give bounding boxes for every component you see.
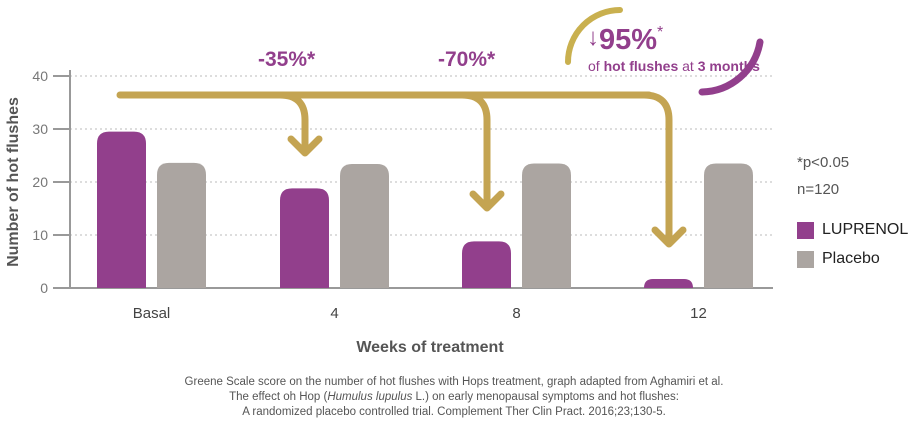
gold-arc-decoration (565, 7, 623, 65)
highlight-star: * (657, 24, 664, 41)
x-tick-label: Basal (133, 305, 171, 322)
legend-swatch-luprenol (797, 221, 814, 239)
x-tick-label: 8 (512, 305, 520, 322)
bar-placebo-4 (340, 163, 389, 288)
reduction-label-week8: -70%* (438, 48, 496, 71)
y-tick-label: 10 (32, 227, 48, 243)
caption-line-2c: L.) on early menopausal symptoms and hot… (412, 391, 679, 403)
y-tick-label: 0 (40, 280, 48, 296)
y-tick-label: 40 (32, 68, 48, 84)
caption-line-2: The effect oh Hop (Humulus lupulus L.) o… (0, 390, 908, 405)
highlight-text: of hot flushes at 3 months (588, 58, 760, 74)
highlight-badge: ↓95%* (587, 24, 663, 57)
bar-placebo-8 (522, 163, 571, 288)
bar-luprenol-12 (644, 278, 693, 288)
reduction-arrow (643, 91, 673, 244)
y-tick-label: 30 (32, 121, 48, 137)
legend-item-placebo: Placebo (797, 250, 880, 268)
x-tick-label: 4 (330, 305, 338, 322)
bar-placebo-12 (704, 163, 753, 288)
legend-swatch-placebo (797, 250, 814, 268)
legend-label-placebo: Placebo (822, 250, 880, 267)
caption: Greene Scale score on the number of hot … (0, 375, 908, 420)
bar-luprenol-8 (462, 241, 511, 288)
highlight-text-b: hot flushes (603, 58, 679, 74)
x-axis-label: Weeks of treatment (356, 339, 504, 356)
highlight-text-c: at (678, 58, 698, 74)
y-tick-label: 20 (32, 174, 48, 190)
p-value-note: *p<0.05 (797, 154, 850, 171)
y-axis-label: Number of hot flushes (5, 97, 22, 267)
arrow-down-icon (651, 226, 687, 248)
down-arrow-icon: ↓ (587, 24, 599, 51)
arrow-down-icon (287, 135, 323, 157)
bar-placebo-basal (157, 162, 206, 288)
caption-line-1: Greene Scale score on the number of hot … (184, 376, 724, 388)
purple-arc-decoration (698, 38, 764, 96)
caption-line-3: A randomized placebo controlled trial. C… (242, 406, 666, 418)
caption-line-2a: The effect oh Hop ( (229, 391, 328, 403)
reduction-label-week4: -35%* (258, 48, 316, 71)
legend-label-luprenol: LUPRENOL® (822, 221, 908, 238)
highlight-value: 95% (599, 24, 658, 56)
reduction-arrow (461, 91, 491, 208)
bar-luprenol-4 (280, 188, 329, 288)
caption-line-2b: Humulus lupulus (327, 391, 413, 403)
bar-luprenol-basal (97, 131, 146, 288)
reduction-arrow (279, 91, 309, 153)
x-tick-label: 12 (690, 305, 707, 322)
highlight-text-a: of (588, 58, 604, 74)
arrow-down-icon (469, 190, 505, 212)
legend-item-luprenol: LUPRENOL® (797, 221, 908, 239)
sample-size-note: n=120 (797, 181, 840, 198)
highlight-text-d: 3 months (697, 58, 760, 74)
